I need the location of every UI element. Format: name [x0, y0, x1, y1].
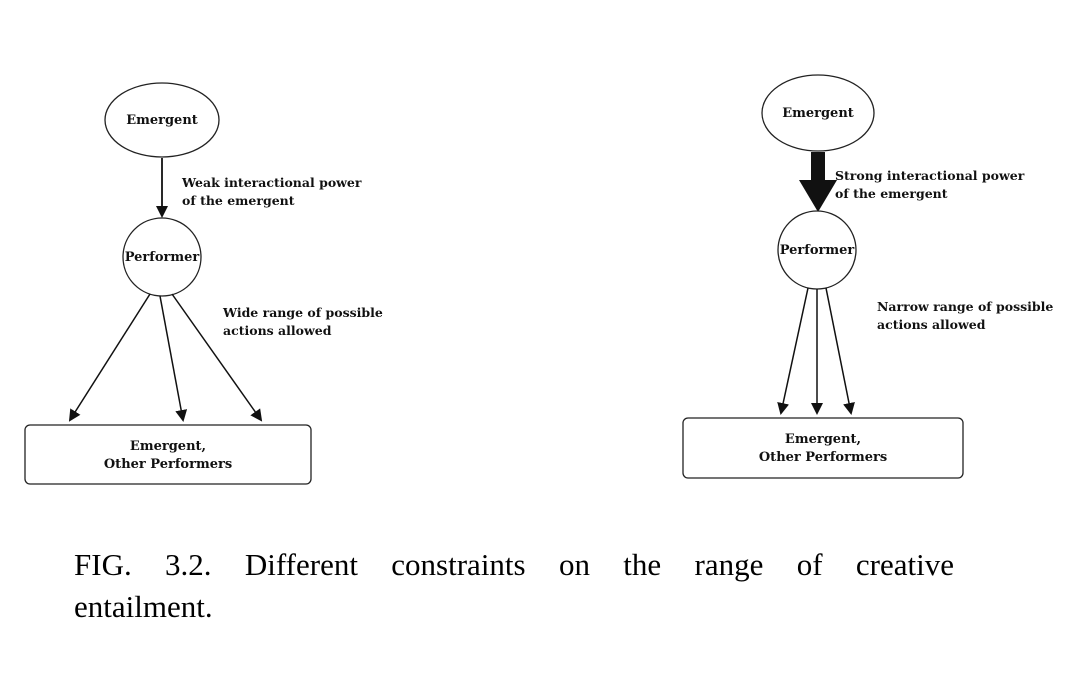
right-emergent-label: Emergent	[782, 106, 854, 121]
left-edge-label-line1: Weak interactional power	[181, 175, 362, 190]
right-action-arrow-3	[825, 287, 855, 415]
right-box-line1: Emergent,	[785, 432, 861, 447]
right-range-label-line1: Narrow range of possible	[877, 299, 1053, 314]
left-emergent-label: Emergent	[126, 113, 198, 128]
left-action-arrow-3	[171, 293, 263, 422]
right-range-label-line2: actions allowed	[877, 317, 986, 332]
left-box-line1: Emergent,	[130, 439, 206, 454]
left-range-label-line2: actions allowed	[223, 323, 332, 338]
right-interaction-arrow-shaft	[811, 152, 825, 182]
right-target-box	[682, 417, 964, 479]
left-range-label-line1: Wide range of possible	[222, 305, 383, 320]
figure-caption: FIG. 3.2. Different constraints on the r…	[74, 547, 954, 624]
left-target-box	[24, 424, 312, 485]
right-edge-label-line1: Strong interactional power	[835, 168, 1025, 183]
left-performer-label: Performer	[125, 250, 200, 265]
right-edge-label-line2: of the emergent	[835, 186, 948, 201]
left-panel: Emergent Weak interactional power of the…	[24, 82, 383, 485]
left-performer-node	[122, 217, 202, 297]
right-action-arrow-1	[777, 287, 809, 415]
right-box-line2: Other Performers	[759, 450, 887, 465]
right-interaction-arrow-head	[799, 180, 837, 212]
left-action-arrow-1	[68, 293, 151, 422]
left-action-arrow-2	[159, 295, 188, 422]
right-panel: Emergent Strong interactional power of t…	[682, 74, 1053, 479]
left-emergent-node	[104, 82, 220, 158]
left-edge-label-line2: of the emergent	[182, 193, 295, 208]
left-box-line2: Other Performers	[104, 457, 232, 472]
right-emergent-node	[761, 74, 875, 152]
right-performer-label: Performer	[780, 243, 855, 258]
diagram-canvas: Emergent Weak interactional power of the…	[24, 74, 1053, 485]
